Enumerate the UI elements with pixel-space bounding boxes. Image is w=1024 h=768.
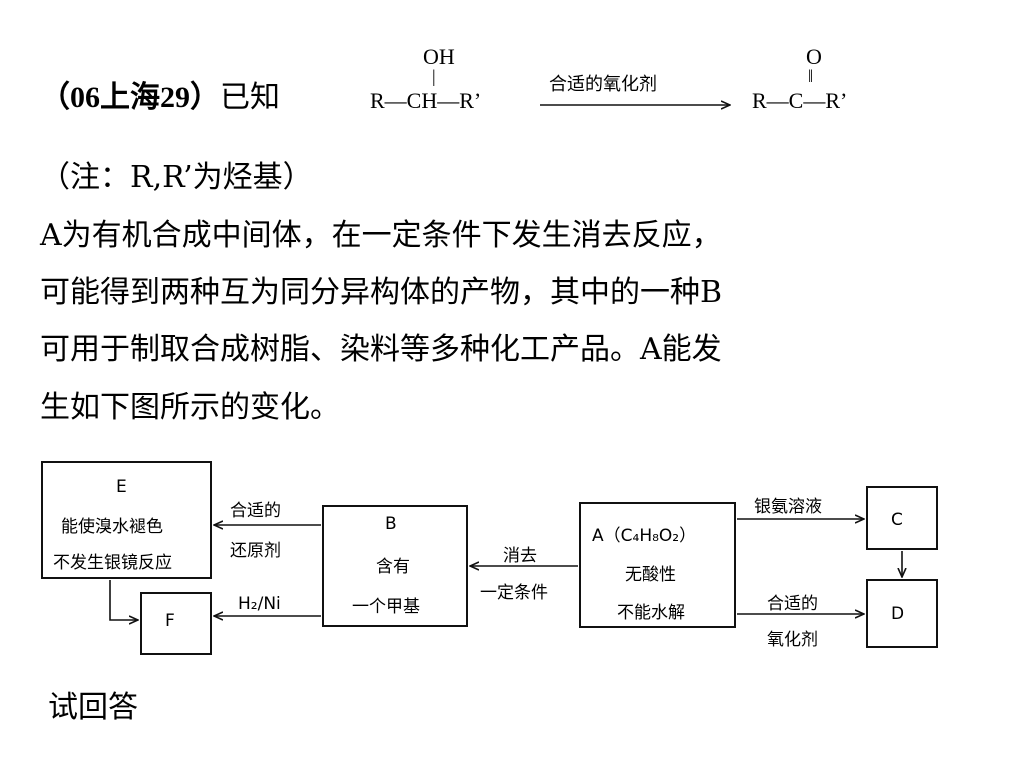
label-a-c: 银氨溶液 [754, 497, 822, 517]
reaction-oh-bond: | [432, 66, 436, 86]
reaction-oh: OH [423, 44, 455, 69]
box-d [866, 579, 938, 648]
label-a-b-top: 消去 [503, 546, 537, 566]
box-c [866, 486, 938, 550]
reaction-reagent: 合适的氧化剂 [549, 74, 657, 95]
box-c-title: C [891, 510, 903, 530]
box-f [140, 592, 212, 655]
reaction-carbonyl-o: O [806, 44, 822, 69]
box-a [579, 502, 736, 628]
note-line: （注：R,R’为烃基） [40, 158, 313, 198]
question-header: （06上海29）已知 [40, 78, 280, 118]
reaction-reactant: R—CH—R’ [370, 88, 482, 113]
paragraph-line-2: 可能得到两种互为同分异构体的产物，其中的一种B [40, 275, 723, 310]
arrow-e-to-f [109, 580, 138, 620]
box-e [41, 461, 212, 579]
box-a-title: A（C₄H₈O₂） [592, 526, 697, 546]
box-b-line1: 含有 [376, 557, 410, 577]
label-a-d-top: 合适的 [767, 594, 818, 614]
box-e-line1: 能使溴水褪色 [61, 517, 163, 537]
box-a-line2: 不能水解 [617, 603, 685, 623]
box-f-title: F [165, 611, 175, 631]
reaction-double-bond: ‖ [808, 66, 814, 86]
paragraph-line-4: 生如下图所示的变化。 [40, 390, 340, 425]
box-b [322, 505, 468, 627]
box-e-title: E [116, 477, 127, 497]
box-d-title: D [891, 604, 905, 624]
paragraph-line-3: 可用于制取合成树脂、染料等多种化工产品。A能发 [40, 332, 722, 367]
label-b-e-top: 合适的 [230, 501, 281, 521]
box-a-line1: 无酸性 [625, 565, 676, 585]
reaction-product: R—C—R’ [752, 88, 848, 113]
question-source: （06上海29） [40, 81, 220, 114]
box-b-line2: 一个甲基 [352, 597, 420, 617]
box-b-title: B [385, 514, 397, 534]
box-e-line2: 不发生银镜反应 [53, 553, 172, 573]
label-a-d-bottom: 氧化剂 [767, 630, 818, 650]
paragraph-line-1: A为有机合成中间体，在一定条件下发生消去反应， [40, 218, 722, 253]
answer-prompt: 试回答 [48, 690, 138, 725]
label-b-f: H₂/Ni [238, 594, 281, 614]
label-a-b-bottom: 一定条件 [480, 583, 548, 603]
note-text: （注：R,R’为烃基） [40, 160, 313, 195]
known-label: 已知 [220, 80, 280, 115]
label-b-e-bottom: 还原剂 [230, 541, 281, 561]
